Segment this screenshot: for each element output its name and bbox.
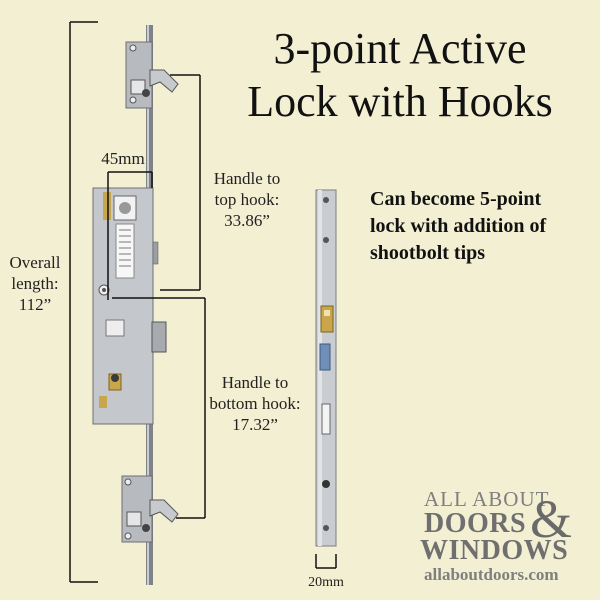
overall-length-line-1: Overall — [9, 253, 61, 272]
top-hook — [149, 69, 179, 93]
handle-bottom-bracket — [112, 297, 206, 519]
upgrade-note: Can become 5-point lock with addition of… — [370, 186, 600, 267]
title-line-1: 3-point Active — [273, 24, 527, 73]
note-line-2: lock with addition of — [370, 215, 547, 237]
handle-top-bracket — [160, 74, 201, 291]
faceplate-width-label: 20mm — [308, 575, 344, 590]
logo-line-1: ALL ABOUT — [424, 487, 550, 511]
backset-bracket — [107, 171, 153, 300]
overall-length-label: Overall length: 112” — [0, 252, 70, 315]
top-hook-housing — [125, 41, 153, 109]
logo-line-2: DOORS — [424, 508, 527, 539]
overall-length-line-2: length: — [11, 274, 59, 293]
backset-label: 45mm — [101, 149, 145, 168]
note-line-1: Can become 5-point — [370, 188, 542, 210]
logo-line-3: WINDOWS — [420, 535, 569, 566]
handle-bottom-label: Handle to bottom hook: 17.32” — [200, 372, 310, 435]
handle-bottom-line-2: bottom hook: — [209, 394, 301, 413]
note-line-3: shootbolt tips — [370, 242, 486, 264]
handle-top-line-1: Handle to — [213, 169, 281, 188]
overall-length-bracket — [69, 21, 98, 583]
brand-logo: ALL ABOUT DOORS WINDOWS allaboutdoors.co… — [416, 488, 596, 586]
bottom-hook-housing — [121, 475, 153, 543]
handle-bottom-line-3: 17.32” — [232, 415, 278, 434]
handle-top-line-3: 33.86” — [224, 211, 270, 230]
overall-length-line-3: 112” — [18, 295, 52, 314]
faceplate-width-bracket — [315, 554, 337, 569]
handle-top-line-2: top hook: — [214, 190, 280, 209]
latch-bolt — [151, 321, 167, 353]
handle-top-label: Handle to top hook: 33.86” — [202, 168, 292, 231]
logo-ampersand: & — [530, 489, 573, 549]
faceplate — [315, 189, 337, 547]
bottom-hook — [149, 499, 179, 523]
product-title: 3-point Active Lock with Hooks — [200, 22, 600, 128]
handle-bottom-line-1: Handle to — [221, 373, 289, 392]
gearbox — [92, 187, 154, 425]
title-line-2: Lock with Hooks — [247, 77, 553, 126]
logo-url: allaboutdoors.com — [424, 565, 559, 584]
